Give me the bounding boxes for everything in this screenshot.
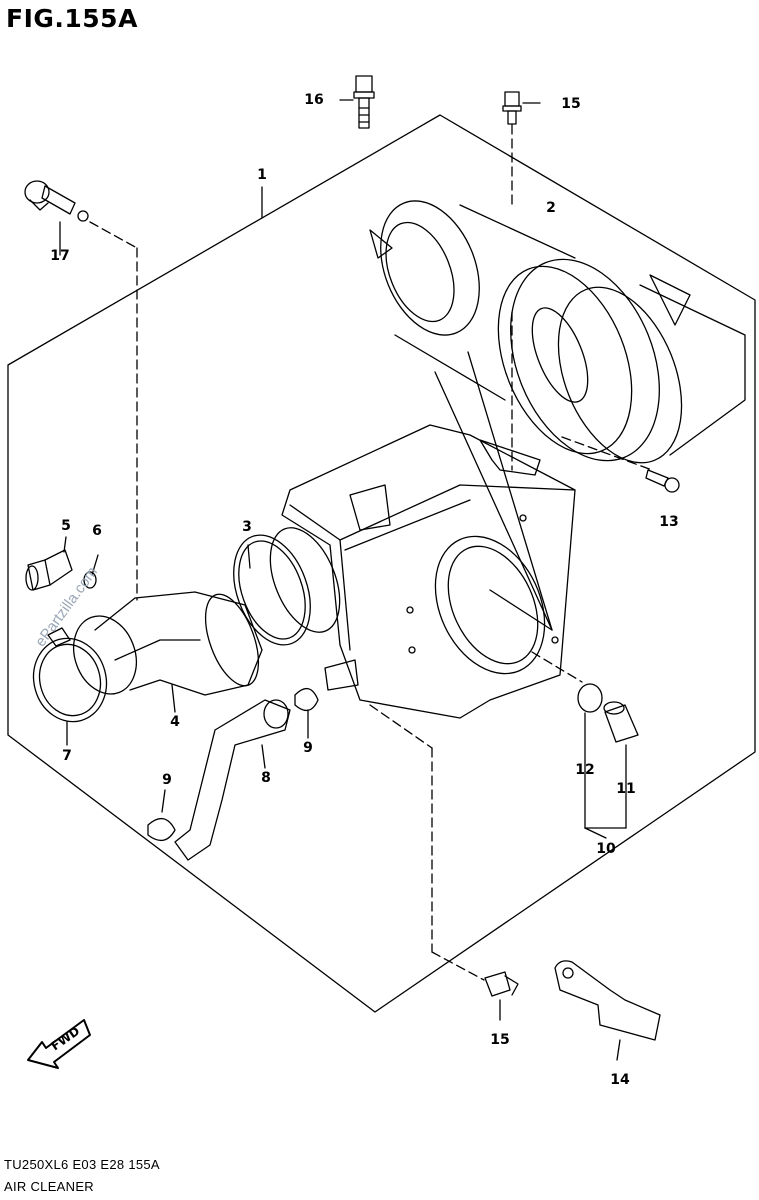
callout-8: 8: [261, 770, 271, 786]
callout-13: 13: [659, 514, 679, 530]
o-ring-12: [577, 683, 603, 713]
bracket-14: [554, 960, 661, 1061]
callout-17: 17: [50, 248, 70, 264]
assembly-outline: [7, 114, 756, 1013]
callout-14: 14: [610, 1072, 630, 1088]
callout-7: 7: [62, 748, 72, 764]
clip-9a: [294, 688, 319, 739]
callout-3: 3: [242, 519, 252, 535]
callout-5: 5: [61, 518, 71, 534]
clamp-ring-3: [233, 534, 311, 646]
hose-clamp-7: [32, 627, 108, 746]
callout-1: 1: [257, 167, 267, 183]
fitting-5: [25, 536, 73, 591]
model-code: TU250XL6 E03 E28 155A: [4, 1157, 160, 1172]
filter-element-2: [369, 200, 746, 464]
intake-duct-4: [73, 591, 263, 713]
breather-17: [24, 180, 89, 222]
section-name: AIR CLEANER: [4, 1179, 94, 1194]
callout-16: 16: [304, 92, 324, 108]
fwd-arrow: FWD: [27, 1019, 91, 1069]
figure-title: FIG.155A: [6, 4, 138, 33]
o-ring-6: [83, 571, 97, 589]
callout-11: 11: [616, 781, 636, 797]
drain-cap-11: [603, 701, 639, 743]
callout-15-bottom: 15: [490, 1032, 510, 1048]
callout-2: 2: [546, 200, 556, 216]
drain-hose-8: [174, 699, 291, 861]
callout-10: 10: [596, 841, 616, 857]
callout-9a: 9: [303, 740, 313, 756]
leader-lines: [89, 124, 653, 981]
callout-6: 6: [92, 523, 102, 539]
callout-4: 4: [170, 714, 180, 730]
callout-15-top: 15: [561, 96, 581, 112]
screw-13: [645, 469, 680, 493]
screw-15-bottom: [484, 971, 519, 1021]
clip-9b: [147, 789, 176, 842]
callout-12: 12: [575, 762, 595, 778]
bolt-16: [339, 75, 375, 129]
detail-lines: [59, 186, 627, 839]
callout-9b: 9: [162, 772, 172, 788]
air-cleaner-case: [269, 424, 576, 719]
screw-15-top: [502, 91, 541, 125]
